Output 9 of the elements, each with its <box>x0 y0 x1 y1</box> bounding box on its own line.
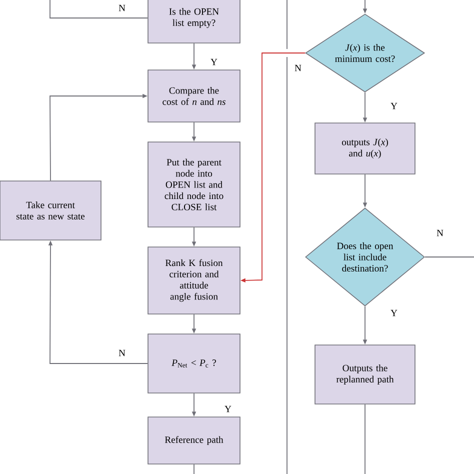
process-box: Put the parent node into OPEN list and child node into CLOSE list <box>148 142 240 228</box>
process-box: Is the OPEN list empty? <box>148 0 240 44</box>
process-box: Reference path <box>148 416 240 464</box>
process-box: Rank K fusion criterion and attitude angle fusion <box>148 246 240 314</box>
process-box: P$_{Net}$ < P$_{c}$ ? <box>148 334 240 394</box>
process-box: Take current state as new state <box>0 180 102 240</box>
process-box: Outputs the replanned path <box>314 344 416 404</box>
process-box: Compare the cost of n and ns <box>148 70 240 122</box>
process-box: outputs J(x) and u(x) <box>314 122 416 174</box>
